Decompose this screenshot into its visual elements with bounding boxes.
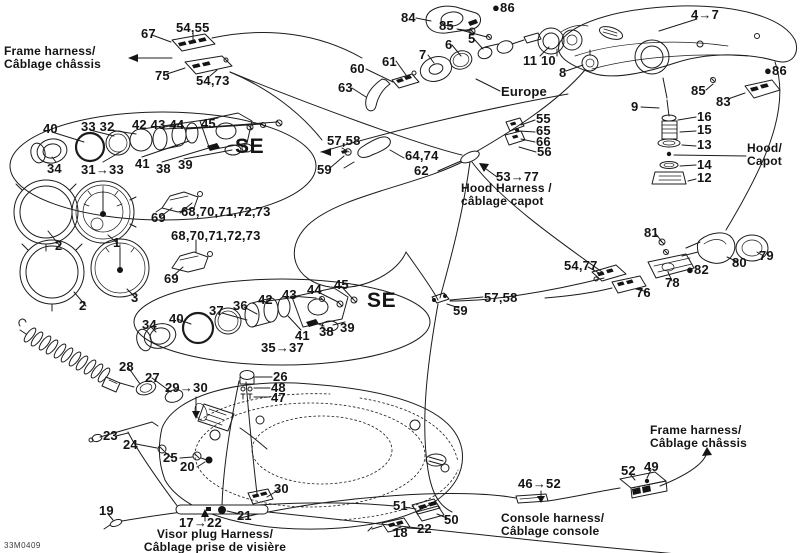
hood-panel (537, 5, 798, 77)
cable-tie-64-74 (343, 136, 391, 169)
connectors-55-56 (504, 117, 526, 146)
lamp-socket-assembly (544, 232, 769, 299)
gauge-exploded-view-1 (30, 112, 283, 164)
visor-plug-parts (239, 370, 255, 400)
spring-cord (18, 318, 235, 432)
speed-sensor-1 (155, 191, 203, 213)
bracket-63 (365, 78, 391, 112)
visor-harness-cable (103, 504, 269, 530)
gauge-speedometer (71, 180, 137, 244)
small-hardware (88, 421, 213, 464)
detail-bubble-1 (9, 111, 317, 221)
catalog-code: 33M0409 (4, 541, 41, 550)
console-connectors (247, 488, 445, 533)
buzzer (581, 54, 599, 72)
detail-bubble-2 (133, 278, 431, 366)
speed-sensor-2 (171, 251, 213, 273)
gauge-tachometer (90, 238, 150, 298)
frame-harness-connectors-top (171, 33, 233, 75)
gauge-bezel-2 (19, 239, 85, 312)
headlamp-ring (537, 27, 565, 55)
connector-83 (710, 77, 781, 99)
gauge-exploded-view-2 (136, 287, 358, 352)
fuel-tank-body (158, 382, 463, 530)
arrowheads (128, 54, 712, 517)
clamp-57-58-2 (431, 292, 450, 304)
hood-mount-column (651, 77, 687, 185)
leader-lines (47, 17, 763, 531)
ignition-switch-group (365, 5, 542, 112)
frame-connector-52-49 (619, 471, 668, 499)
wire-harness-curves (121, 31, 781, 553)
connector-54-77 (591, 264, 627, 282)
clamp-57-58-1 (341, 148, 352, 156)
